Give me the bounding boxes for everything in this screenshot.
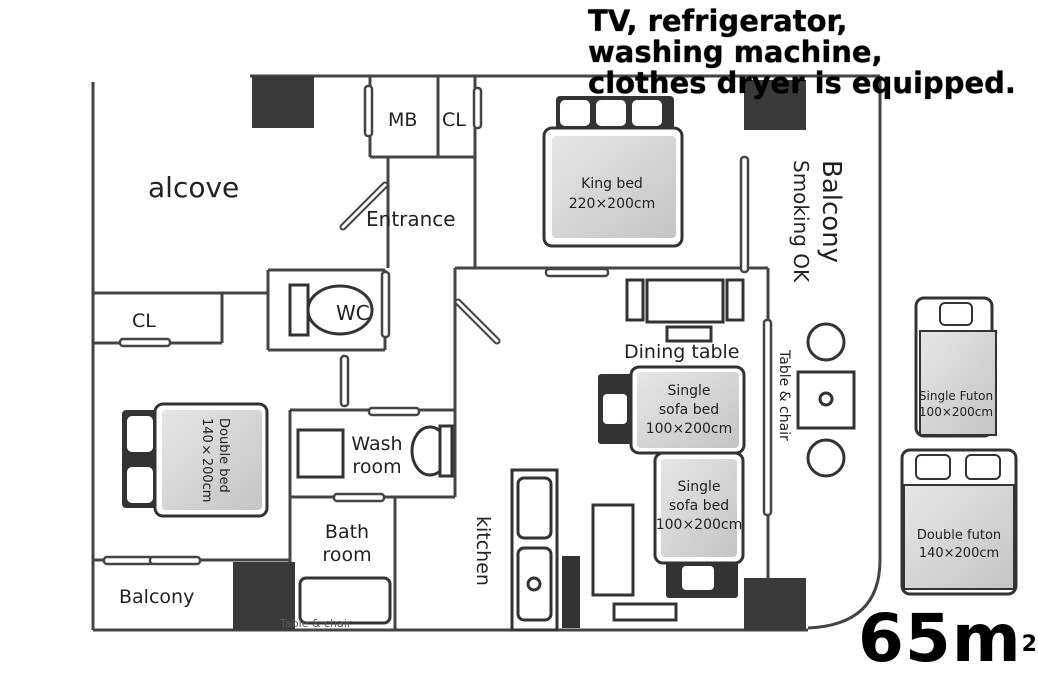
double-futon-shape [900,448,1018,596]
toilet [288,283,374,337]
pillars [233,76,806,630]
sofa-bed-1-size: 100×200cm [645,421,733,437]
room-label-cl-top: CL [442,109,466,131]
label-table-chair-balcony: Table & chair [776,350,792,441]
double-futon-size: 140×200cm [918,546,1000,561]
dining-table-furniture [625,278,745,343]
room-label-entrance: Entrance [366,207,456,231]
sofa-bed-2-line-1: Single [677,479,721,495]
sofa-bed-2-size: 100×200cm [655,517,743,533]
sofa-bed-1-line-1: Single [667,383,711,399]
room-label-balcony-big: Balcony [816,160,846,264]
double-bed-size: 140×200cm [199,418,214,503]
sofa-bed-2-shape [653,451,745,598]
single-futon-shape [914,296,997,438]
single-futon-size: 100×200cm [918,405,994,419]
sofa-bed-1-shape [598,365,746,455]
single-futon-label: Single Futon 100×200cm [904,388,1008,420]
double-bed-label: Double bed 140×200cm [198,418,232,502]
heading-line-1: TV, refrigerator, [588,4,848,38]
floor-area-unit: 2 [1021,632,1038,657]
room-label-wc: WC [336,301,370,325]
room-label-washroom: Wash room [342,433,412,479]
label-smoking-ok: Smoking OK [789,160,813,283]
king-bed-shape [542,96,684,248]
windows [102,84,773,566]
room-label-alcove: alcove [148,171,240,204]
floor-area-value: 65m [858,600,1022,677]
room-label-balcony-small: Balcony [119,586,195,608]
bathroom-label-line-2: room [322,544,372,566]
sofa-bed-1-line-2: sofa bed [658,402,720,418]
washroom-label-line-1: Wash [351,433,403,455]
sofa-bed-2-line-2: sofa bed [668,498,730,514]
sofa-bed-1-label: Single sofa bed 100×200cm [634,382,744,439]
double-bed-name: Double bed [216,418,231,493]
bathtub [298,576,392,625]
equipment-heading: TV, refrigerator, washing machine, cloth… [588,6,1024,99]
single-futon-name: Single Futon [918,389,994,403]
room-label-bathroom: Bath room [312,521,382,567]
balcony-table-chair [796,322,856,478]
washroom-label-line-2: room [352,456,402,478]
kitchen-fixtures [510,468,678,632]
heading-line-2: washing machine, [588,35,883,69]
room-label-kitchen: kitchen [472,516,494,586]
double-bed-shape [122,402,269,518]
room-label-mb: MB [388,109,418,131]
floor-area: 65m2 [858,606,1038,672]
room-label-cl-left: CL [132,310,156,332]
bathroom-label-line-1: Bath [324,521,370,543]
room-label-dining-table: Dining table [624,341,740,363]
label-table-chair-small: Table & chair [280,617,352,630]
king-bed-size: 220×200cm [568,196,656,212]
double-futon-name: Double futon [916,528,1002,543]
heading-line-3: clothes dryer is equipped. [588,66,1016,100]
sofa-bed-2-label: Single sofa bed 100×200cm [644,478,754,535]
king-bed-label: King bed 220×200cm [550,174,674,214]
double-futon-label: Double futon 140×200cm [902,527,1016,563]
king-bed-name: King bed [581,176,643,192]
washroom-fixtures [296,424,454,479]
